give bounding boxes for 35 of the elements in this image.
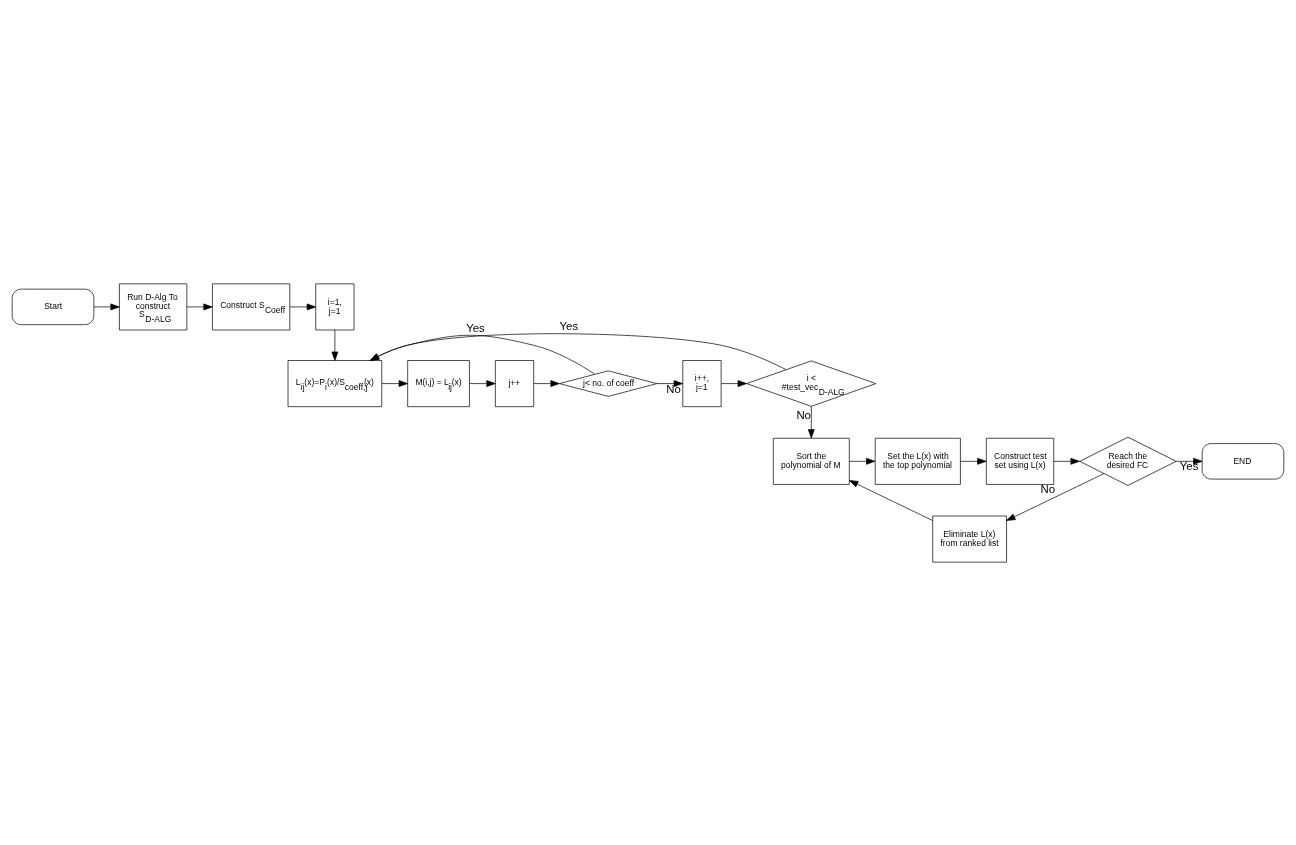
arrow [289,303,316,310]
arrow [807,405,815,438]
arrow [186,303,213,310]
arrow [533,379,560,387]
arrow [1006,472,1105,521]
arrow [469,379,496,387]
arrow [849,479,933,521]
arrow [381,379,408,387]
node-diamond: j< no. of coeff [559,369,658,397]
node-box: j++ [495,359,535,407]
edge-label: Yes [466,321,485,334]
arrow [849,457,876,465]
edge-label: Yes [1179,459,1199,472]
node-diamond: Reach the desired FC [1079,436,1177,486]
arrow [960,457,987,465]
node-box: Sort the polynomial of M [772,437,850,485]
arrow [331,329,339,361]
arrow [369,334,596,374]
arrow [720,379,747,387]
arrow [93,303,120,310]
node-box: Construct test set using L(x) [985,437,1055,485]
node-box: Set the L(x) with the top polynomial [874,437,961,485]
node-box: i=1, j=1 [315,283,355,330]
edge-label: No [666,382,681,395]
edge-label: No [796,408,811,420]
arrow [369,332,787,370]
node-box: Eliminate L(x) from ranked list [932,515,1007,562]
arrow [1053,457,1080,465]
edge-label: No [1040,482,1056,495]
arrow [656,379,683,387]
edge-label: Yes [559,319,579,332]
arrow [1175,457,1203,465]
node-box: Start [11,288,95,325]
node-box: END [1201,442,1285,479]
node-box: i++, j=1 [682,359,722,407]
